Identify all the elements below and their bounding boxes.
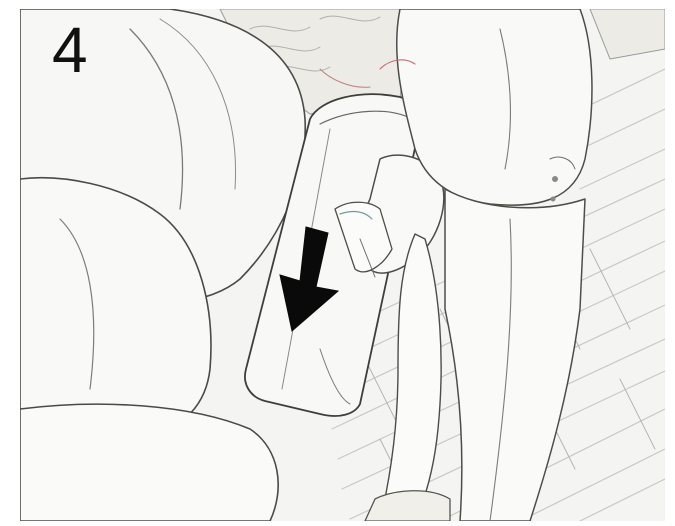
down-arrow-icon — [272, 225, 344, 335]
step-illustration — [20, 9, 665, 521]
step-number: 4 — [52, 18, 88, 82]
